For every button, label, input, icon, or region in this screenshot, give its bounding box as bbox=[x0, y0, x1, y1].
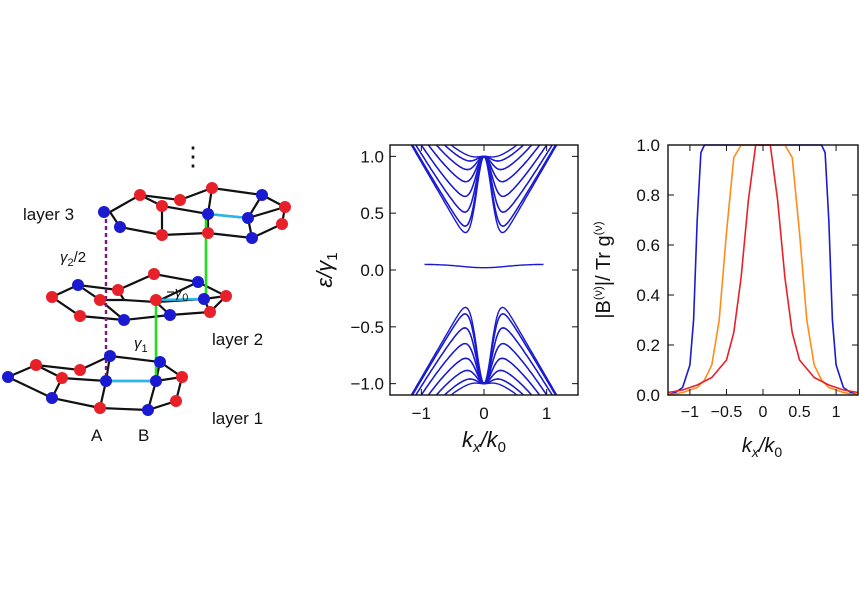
site-b-atom bbox=[150, 375, 162, 387]
lattice-schematic: ⋮ layer 3 layer 2 layer 1 A B γ2/2 −γ0 γ… bbox=[2, 141, 291, 445]
gamma0-bond-layer3 bbox=[207, 212, 249, 220]
site-a-atom bbox=[176, 371, 188, 383]
site-b-atom bbox=[198, 293, 210, 305]
site-a-atom bbox=[74, 364, 86, 376]
ratio-chart: −1 −0.5 0 0.5 1 0.0 0.2 0.4 0.6 0.8 1.0 |B(ν)|/ Tr… bbox=[591, 136, 859, 460]
site-a-atom bbox=[170, 395, 182, 407]
site-a-atom bbox=[94, 294, 106, 306]
ratio-xtick-label: 0.5 bbox=[788, 404, 810, 421]
layer1-label: layer 1 bbox=[212, 409, 263, 428]
band-line bbox=[427, 145, 541, 183]
ratio-series-line bbox=[667, 144, 859, 394]
site-b-atom bbox=[192, 276, 204, 288]
more-layers-dots: ⋮ bbox=[180, 141, 206, 171]
site-a-atom bbox=[279, 201, 291, 213]
site-b-atom bbox=[202, 208, 214, 220]
ratio-xtick-label: −0.5 bbox=[711, 404, 743, 421]
band-line bbox=[427, 145, 541, 183]
band-structure-chart: −1 0 1 −1.0 −0.5 0.0 0.5 1.0 ε/γ1 kx/k0 bbox=[312, 144, 579, 456]
band-line bbox=[443, 145, 525, 162]
ratio-ytick-label: 0.2 bbox=[636, 336, 660, 355]
site-a-atom bbox=[134, 189, 146, 201]
ratio-ytick-label: 1.0 bbox=[636, 136, 660, 155]
ratio-xlabel: kx/k0 bbox=[742, 435, 783, 460]
site-b-atom bbox=[2, 371, 14, 383]
layer3-label: layer 3 bbox=[23, 205, 74, 224]
site-b-atom bbox=[72, 279, 84, 291]
band-xtick-label: 0 bbox=[479, 404, 488, 423]
ratio-ytick-label: 0.8 bbox=[636, 186, 660, 205]
ratio-series-line bbox=[667, 144, 859, 396]
site-a-atom bbox=[148, 268, 160, 280]
gamma0-bond-layer2 bbox=[155, 297, 205, 302]
gamma1-label: γ1 bbox=[134, 335, 148, 355]
ratio-xtick-label: 0 bbox=[759, 404, 768, 421]
band-ytick-label: −1.0 bbox=[350, 375, 384, 394]
band-xlabel: kx/k0 bbox=[462, 427, 506, 456]
site-b-atom bbox=[114, 221, 126, 233]
band-line bbox=[443, 378, 525, 395]
band-xtick-label: 1 bbox=[542, 404, 551, 423]
ratio-axis-ticks: −1 −0.5 0 0.5 1 0.0 0.2 0.4 0.6 0.8 1.0 bbox=[636, 136, 858, 421]
ratio-ytick-label: 0.4 bbox=[636, 286, 660, 305]
site-b-atom bbox=[142, 404, 154, 416]
band-ylabel: ε/γ1 bbox=[312, 252, 341, 287]
ratio-series-line bbox=[667, 144, 859, 396]
site-a-atom bbox=[220, 290, 232, 302]
site-b-atom bbox=[100, 375, 112, 387]
layer3-atoms bbox=[98, 182, 291, 244]
ratio-ylabel: |B(ν)|/ Tr g(ν) bbox=[591, 221, 615, 318]
layer1-atoms bbox=[2, 350, 188, 416]
site-b-atom bbox=[46, 392, 58, 404]
site-b-atom bbox=[242, 212, 254, 224]
site-a-atom bbox=[46, 291, 58, 303]
flat-band-line bbox=[424, 263, 544, 269]
site-a-atom bbox=[74, 310, 86, 322]
site-a-atom bbox=[276, 218, 288, 230]
site-b-atom bbox=[164, 309, 176, 321]
band-ytick-label: −0.5 bbox=[350, 318, 384, 337]
site-a-atom bbox=[206, 182, 218, 194]
layer2-atoms bbox=[46, 268, 232, 326]
ratio-xtick-label: −1 bbox=[681, 404, 699, 421]
site-a-atom bbox=[150, 294, 162, 306]
site-a-atom bbox=[156, 200, 168, 212]
gamma2-label: γ2/2 bbox=[60, 249, 86, 269]
band-line bbox=[410, 145, 558, 234]
site-a-atom bbox=[174, 194, 186, 206]
band-line bbox=[411, 145, 557, 227]
site-b-atom bbox=[98, 206, 110, 218]
ratio-xtick-label: 1 bbox=[832, 404, 841, 421]
band-lines bbox=[410, 145, 558, 395]
site-a-atom bbox=[30, 359, 42, 371]
site-a-atom bbox=[56, 372, 68, 384]
site-b-atom bbox=[104, 350, 116, 362]
site-a-atom bbox=[204, 306, 216, 318]
site-a-atom bbox=[112, 284, 124, 296]
site-a-label: A bbox=[91, 426, 103, 445]
band-ytick-label: 0.0 bbox=[360, 261, 384, 280]
band-ytick-label: 1.0 bbox=[360, 147, 384, 166]
ratio-ytick-label: 0.0 bbox=[636, 386, 660, 405]
band-ytick-label: 0.5 bbox=[360, 204, 384, 223]
site-a-atom bbox=[156, 229, 168, 241]
site-b-atom bbox=[246, 232, 258, 244]
layer2-label: layer 2 bbox=[212, 330, 263, 349]
site-b-atom bbox=[154, 356, 166, 368]
band-xtick-label: −1 bbox=[412, 404, 431, 423]
ratio-lines bbox=[667, 144, 859, 396]
band-line bbox=[411, 145, 557, 227]
ratio-plot-frame bbox=[667, 144, 859, 396]
site-b-atom bbox=[118, 314, 130, 326]
band-axis-ticks: −1 0 1 −1.0 −0.5 0.0 0.5 1.0 bbox=[350, 145, 578, 423]
site-b-label: B bbox=[138, 426, 149, 445]
site-a-atom bbox=[202, 227, 214, 239]
band-plot-frame bbox=[389, 144, 579, 396]
gamma0-label: −γ0 bbox=[166, 284, 188, 304]
ratio-ytick-label: 0.6 bbox=[636, 236, 660, 255]
site-b-atom bbox=[256, 189, 268, 201]
site-a-atom bbox=[94, 402, 106, 414]
